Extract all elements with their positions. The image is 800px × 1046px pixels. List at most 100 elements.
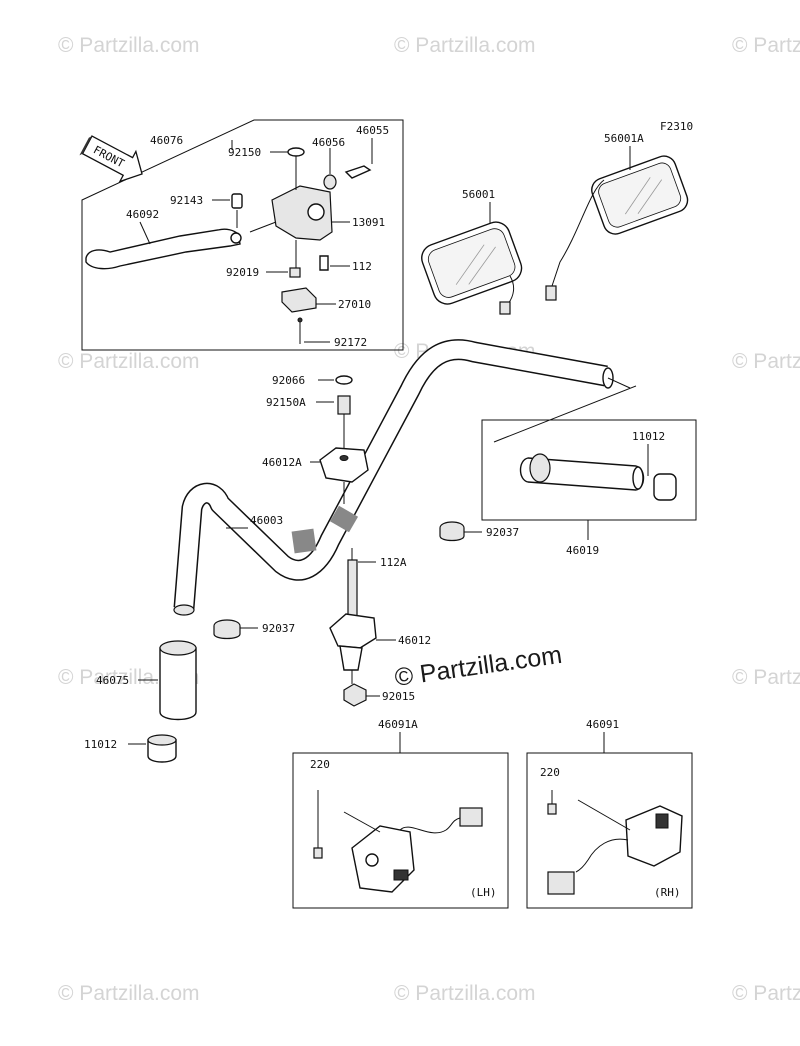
holder-46012A — [319, 447, 369, 483]
throttle-grip-flange — [529, 453, 551, 483]
mirror-56001 — [421, 221, 523, 305]
cap-92066 — [335, 375, 353, 385]
lh-switch-group — [292, 732, 509, 909]
part-label: 13091 — [352, 216, 385, 229]
holder-hole — [307, 203, 325, 221]
bolt-112 — [319, 255, 329, 271]
end-cap-11012 — [653, 473, 677, 501]
throttle-grip-group — [439, 385, 697, 542]
diagram-code: F2310 — [660, 120, 693, 133]
lower-holder-group — [329, 548, 396, 707]
part-label: 11012 — [632, 430, 665, 443]
watermark: © Partzilla.com — [58, 34, 200, 57]
part-label: 11012 — [84, 738, 117, 751]
left-grip-group — [128, 619, 258, 763]
lh-leader-lines — [343, 811, 381, 833]
watermark-layer: © Partzilla.com © Partzilla.com © Partzi… — [58, 34, 800, 1005]
handlebar-right-leader — [607, 377, 631, 389]
part-label: 56001 — [462, 188, 495, 201]
clamp-92037 — [439, 521, 465, 542]
rh-switch-wire — [575, 838, 629, 873]
rh-switch-button — [655, 813, 669, 829]
rh-connector — [547, 871, 575, 895]
part-label: 56001A — [604, 132, 644, 145]
part-label: 92019 — [226, 266, 259, 279]
part-labels: 46076 46055 46056 92150 92143 46092 13091 112 92… — [84, 124, 681, 899]
part-label: 112 — [352, 260, 372, 273]
throttle-frame-leader — [493, 385, 637, 443]
throttle-grip-frame — [481, 419, 697, 521]
part-label: 46076 — [150, 134, 183, 147]
watermark: © Partzilla.com — [394, 982, 536, 1005]
part-label: (LH) — [470, 886, 497, 899]
holder-46012-body — [339, 645, 363, 671]
lh-switch-button — [393, 869, 409, 881]
knurl-left — [291, 528, 317, 554]
holder-46012 — [329, 613, 377, 649]
lever-assembly-frame — [81, 119, 404, 351]
part-label: 112A — [380, 556, 407, 569]
knurl-right — [329, 505, 359, 533]
mirror-base-56001A — [545, 285, 557, 301]
lh-switch-housing — [351, 825, 415, 893]
grip-46075 — [159, 647, 197, 721]
part-label: 46091 — [586, 718, 619, 731]
part-label: 27010 — [338, 298, 371, 311]
collar-92143 — [231, 193, 243, 209]
part-label: 46012A — [262, 456, 302, 469]
leader-46092 — [139, 221, 151, 245]
pin-92150 — [287, 147, 305, 157]
part-label: 46092 — [126, 208, 159, 221]
part-label: 92150 — [228, 146, 261, 159]
rh-switch-housing — [625, 805, 683, 867]
lh-switch-hole — [365, 853, 379, 867]
upper-holder-group — [310, 375, 369, 504]
lever-holder — [271, 185, 333, 241]
part-label: 92015 — [382, 690, 415, 703]
rh-switch-frame — [526, 752, 693, 909]
part-label: 92037 — [262, 622, 295, 635]
mirror-base-56001 — [499, 301, 511, 315]
part-label: (RH) — [654, 886, 681, 899]
throttle-grip-end — [632, 466, 644, 490]
watermark: © Partzilla.com — [732, 982, 800, 1005]
part-label: 46019 — [566, 544, 599, 557]
mirror-group — [421, 146, 689, 315]
end-cap-11012-left — [147, 739, 177, 763]
bolt-46055 — [344, 165, 372, 179]
nut-92015 — [343, 683, 367, 707]
part-label: 92066 — [272, 374, 305, 387]
lh-switch-wire — [399, 817, 461, 834]
part-label: 46091A — [378, 718, 418, 731]
rh-switch-group — [526, 732, 693, 909]
watermark: © Partzilla.com — [732, 666, 800, 689]
part-label: 46055 — [356, 124, 389, 137]
mirror-stem-56001A — [551, 179, 605, 287]
lever-pivot — [230, 232, 242, 244]
part-label: 220 — [310, 758, 330, 771]
part-label: 46003 — [250, 514, 283, 527]
part-label: 220 — [540, 766, 560, 779]
front-arrow-icon: FRONT — [79, 135, 143, 183]
watermark: © Partzilla.com — [58, 350, 200, 373]
lh-screw-head — [313, 847, 323, 859]
part-label: 46056 — [312, 136, 345, 149]
part-label: 92037 — [486, 526, 519, 539]
grip-46075-top — [159, 640, 197, 656]
rh-screw-head — [547, 803, 557, 815]
end-cap-11012-left-top — [147, 734, 177, 746]
part-label: 92143 — [170, 194, 203, 207]
part-label: 46012 — [398, 634, 431, 647]
bolt-112A — [347, 559, 358, 617]
lh-connector — [459, 807, 483, 827]
handlebar-tube — [175, 340, 608, 609]
washer-46056 — [323, 174, 337, 190]
watermark: © Partzilla.com — [58, 982, 200, 1005]
watermark: © Partzilla.com — [394, 34, 536, 57]
switch-27010 — [281, 287, 317, 313]
clamp-92037-left — [213, 619, 241, 640]
rh-leader-lines — [577, 799, 631, 831]
holder-46012A-hole — [339, 455, 349, 461]
